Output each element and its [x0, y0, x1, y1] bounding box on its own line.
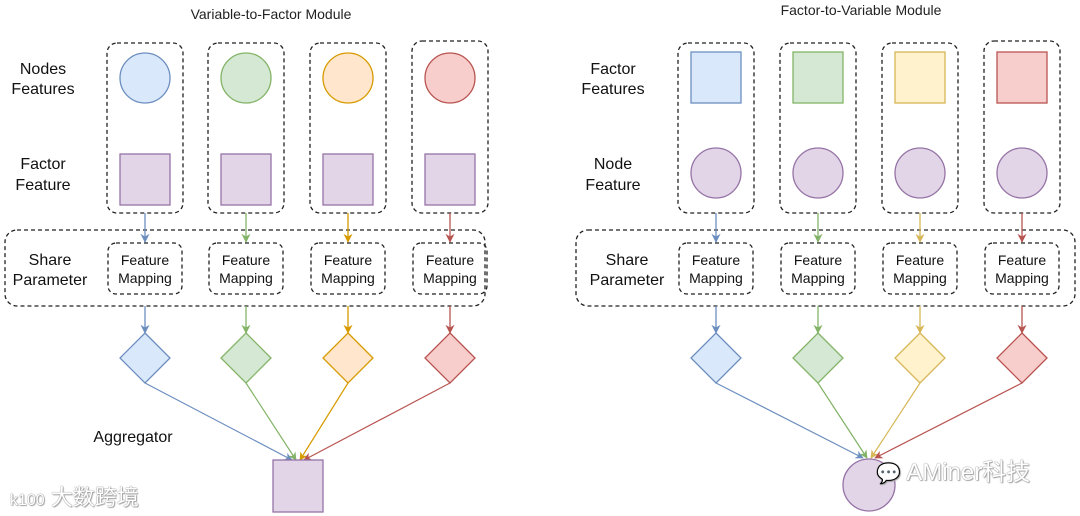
right-feature-mapping-label-line2: Mapping: [995, 270, 1049, 286]
left-feature-mapping-label-line2: Mapping: [321, 270, 375, 286]
right-feature-mapping-label-line1: Feature: [794, 252, 842, 268]
right-share-label-line1: Share: [606, 252, 649, 269]
right-aggregated-output-circle: [842, 458, 896, 512]
left-factor-square-purple-1: [220, 153, 272, 206]
aggregator-label: Aggregator: [93, 429, 173, 446]
right-node-circle-purple-3: [996, 147, 1048, 199]
right-row2-label-line1: Node: [594, 156, 632, 173]
left-feature-mapping-label-line2: Mapping: [423, 270, 477, 286]
left-row2-label-line2: Feature: [15, 177, 70, 194]
right-node-circle-purple-1: [792, 147, 844, 199]
watermark-right: 💬 AMiner科技: [876, 452, 1030, 487]
right-message-diamond-red: [996, 332, 1048, 384]
right-feature-mapping-label-line2: Mapping: [893, 270, 947, 286]
left-feature-mapping-label-line2: Mapping: [219, 270, 273, 286]
left-arrow-to-aggregator-blue: [144, 382, 293, 461]
right-module-title: Factor-to-Variable Module: [781, 2, 942, 18]
wechat-icon: 💬: [876, 463, 901, 485]
right-feature-group-green: [779, 42, 857, 214]
left-arrow-to-aggregator-orange: [299, 382, 349, 461]
watermark-left: k100 大数跨境: [10, 480, 139, 512]
left-feature-mapping-box-blue: [107, 242, 183, 295]
right-message-diamond-green: [792, 332, 844, 384]
left-feature-mapping-label-line1: Feature: [222, 252, 270, 268]
right-feature-mapping-box-red: [984, 242, 1060, 295]
right-factor-square-yellow: [894, 51, 946, 104]
left-feature-mapping-label-line1: Feature: [426, 252, 474, 268]
right-message-diamond-yellow: [894, 332, 946, 384]
left-feature-mapping-label-line1: Feature: [121, 252, 169, 268]
left-node-circle-green: [220, 52, 272, 104]
right-feature-mapping-box-green: [780, 242, 856, 295]
left-factor-square-purple-2: [322, 153, 374, 206]
left-node-circle-orange: [322, 52, 374, 104]
right-feature-mapping-label-line1: Feature: [896, 252, 944, 268]
right-row1-label-line1: Factor: [590, 61, 636, 78]
right-factor-square-red: [996, 51, 1048, 104]
right-factor-square-blue: [690, 51, 742, 104]
left-message-diamond-blue: [119, 332, 171, 384]
right-message-diamond-blue: [690, 332, 742, 384]
watermark-left-logo: k100: [10, 492, 45, 509]
right-feature-mapping-label-line1: Feature: [692, 252, 740, 268]
left-node-circle-red: [424, 52, 476, 104]
right-feature-mapping-box-blue: [678, 242, 754, 295]
right-arrow-to-aggregator-blue: [715, 382, 864, 459]
left-feature-mapping-box-red: [412, 242, 488, 295]
left-feature-mapping-box-green: [208, 242, 284, 295]
left-feature-group-orange: [309, 42, 387, 214]
right-feature-mapping-label-line2: Mapping: [791, 270, 845, 286]
right-feature-mapping-label-line1: Feature: [998, 252, 1046, 268]
right-share-label-line2: Parameter: [590, 272, 665, 289]
left-share-parameter-group: [4, 229, 486, 307]
left-message-diamond-orange: [322, 332, 374, 384]
left-arrow-to-aggregator-red: [303, 382, 451, 461]
left-row2-label-line1: Factor: [20, 156, 66, 173]
left-message-diamond-green: [220, 332, 272, 384]
right-feature-mapping-label-line2: Mapping: [689, 270, 743, 286]
left-share-label-line1: Share: [29, 252, 72, 269]
left-feature-mapping-box-orange: [310, 242, 386, 295]
right-arrow-to-aggregator-red: [874, 382, 1023, 459]
right-row2-label-line2: Feature: [585, 177, 640, 194]
left-message-diamond-red: [424, 332, 476, 384]
watermark-right-text: AMiner科技: [906, 459, 1031, 486]
right-arrow-to-aggregator-yellow: [870, 382, 921, 459]
right-feature-mapping-box-yellow: [882, 242, 958, 295]
left-row1-label-line2: Features: [11, 81, 74, 98]
left-feature-mapping-label-line1: Feature: [324, 252, 372, 268]
right-share-parameter-group: [575, 229, 1076, 307]
left-module-title: Variable-to-Factor Module: [191, 6, 352, 22]
left-feature-group-green: [207, 42, 285, 214]
right-feature-group-blue: [677, 42, 755, 214]
right-node-circle-purple-2: [894, 147, 946, 199]
factor-to-variable-module: Factor-to-Variable Module Factor Feature…: [575, 2, 1076, 512]
left-aggregated-output-square: [272, 459, 324, 513]
left-node-circle-blue: [119, 52, 171, 104]
left-feature-group-blue: [106, 42, 184, 214]
left-feature-mapping-label-line2: Mapping: [118, 270, 172, 286]
left-factor-square-purple-3: [424, 153, 476, 206]
left-arrow-to-aggregator-green: [245, 382, 297, 461]
right-factor-square-green: [792, 51, 844, 104]
right-arrow-to-aggregator-green: [817, 382, 868, 459]
right-node-circle-purple-0: [690, 147, 742, 199]
right-row1-label-line2: Features: [581, 81, 644, 98]
left-row1-label-line1: Nodes: [20, 61, 66, 78]
right-feature-group-yellow: [881, 42, 959, 214]
left-factor-square-purple-0: [119, 153, 171, 206]
watermark-left-text: 大数跨境: [50, 485, 139, 510]
variable-to-factor-module: Variable-to-Factor Module Nodes Features…: [4, 6, 489, 513]
left-share-label-line2: Parameter: [13, 272, 88, 289]
